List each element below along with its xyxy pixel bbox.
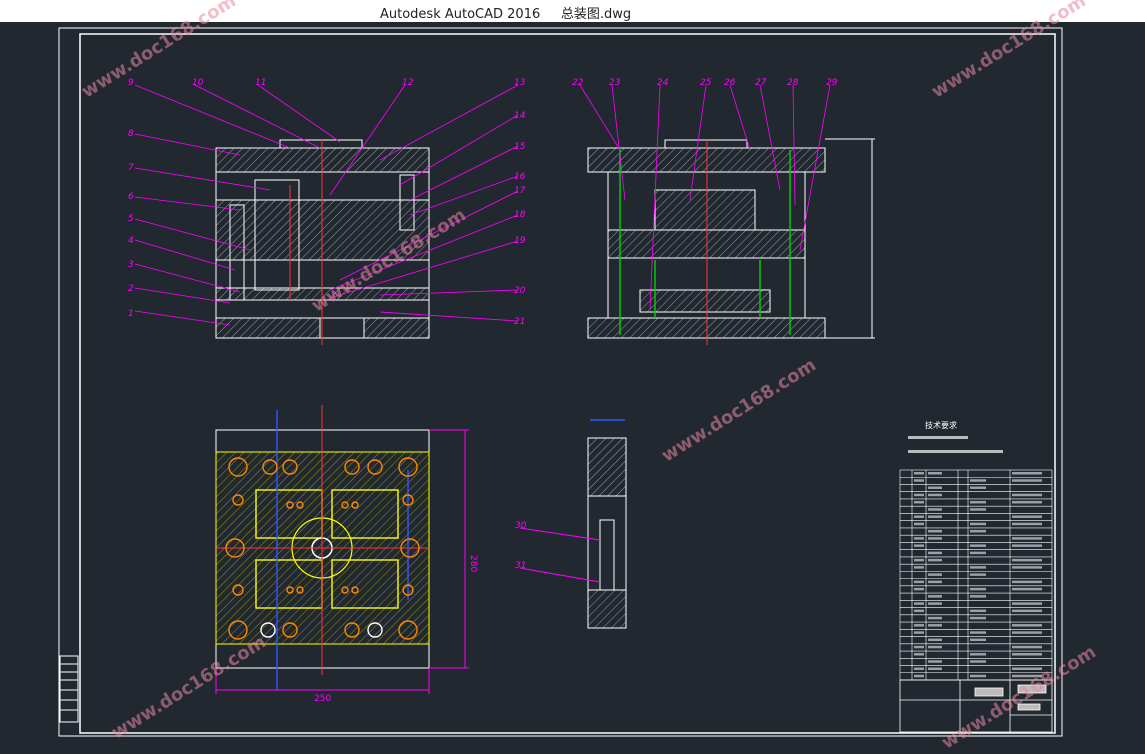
svg-text:15: 15 xyxy=(514,142,526,152)
svg-text:3: 3 xyxy=(128,260,134,270)
window-title: Autodesk AutoCAD 2016 总装图.dwg xyxy=(380,7,632,22)
svg-text:13: 13 xyxy=(514,78,526,88)
svg-text:20: 20 xyxy=(514,286,526,296)
front-view-leaders xyxy=(134,84,519,326)
svg-text:1: 1 xyxy=(128,309,134,319)
svg-text:7: 7 xyxy=(128,163,134,173)
side-view-balloon-labels: 22 23 24 25 26 27 28 29 xyxy=(572,78,838,88)
left-strip xyxy=(59,655,79,723)
svg-text:5: 5 xyxy=(128,214,134,224)
svg-text:4: 4 xyxy=(128,236,134,246)
cad-drawing: 1 2 3 4 5 6 7 8 9 10 11 12 13 14 15 16 1… xyxy=(58,27,1063,737)
svg-text:280: 280 xyxy=(468,555,478,572)
outer-frame xyxy=(58,27,1063,737)
plan-view xyxy=(215,405,469,694)
front-view-details xyxy=(289,140,323,345)
section-view-balloons: 30 31 xyxy=(515,521,527,571)
svg-text:12: 12 xyxy=(402,78,414,88)
title-bar: Autodesk AutoCAD 2016 总装图.dwg xyxy=(0,0,1145,22)
svg-text:18: 18 xyxy=(514,210,526,220)
svg-text:31: 31 xyxy=(515,561,526,571)
svg-text:8: 8 xyxy=(128,129,134,139)
svg-text:9: 9 xyxy=(128,78,134,88)
side-view-leaders xyxy=(579,84,831,311)
svg-text:21: 21 xyxy=(514,317,525,327)
tech-requirements: 技术要求 xyxy=(908,420,1003,453)
svg-text:10: 10 xyxy=(192,78,204,88)
side-view-guides xyxy=(619,140,791,345)
bom-table xyxy=(899,469,1053,681)
svg-text:29: 29 xyxy=(826,78,838,88)
svg-text:22: 22 xyxy=(572,78,584,88)
section-view xyxy=(519,419,627,629)
svg-text:14: 14 xyxy=(514,111,526,121)
svg-text:技术要求: 技术要求 xyxy=(925,420,957,430)
plan-view-holes xyxy=(225,457,420,640)
svg-text:23: 23 xyxy=(609,78,621,88)
svg-text:6: 6 xyxy=(128,192,134,202)
svg-text:28: 28 xyxy=(787,78,799,88)
svg-text:19: 19 xyxy=(514,236,526,246)
svg-text:2: 2 xyxy=(128,284,134,294)
front-view-balloon-labels: 1 2 3 4 5 6 7 8 9 10 11 12 13 14 15 16 1… xyxy=(128,78,526,327)
side-view xyxy=(587,138,875,339)
svg-text:30: 30 xyxy=(515,521,527,531)
svg-text:17: 17 xyxy=(514,186,526,196)
inner-frame xyxy=(79,33,1056,734)
plan-view-dims: 250 280 xyxy=(314,555,478,704)
svg-text:26: 26 xyxy=(724,78,736,88)
svg-text:25: 25 xyxy=(700,78,712,88)
svg-text:27: 27 xyxy=(755,78,767,88)
svg-text:16: 16 xyxy=(514,172,526,182)
title-block xyxy=(899,679,1053,733)
svg-text:11: 11 xyxy=(255,78,266,88)
svg-text:250: 250 xyxy=(314,694,331,704)
svg-text:24: 24 xyxy=(657,78,669,88)
